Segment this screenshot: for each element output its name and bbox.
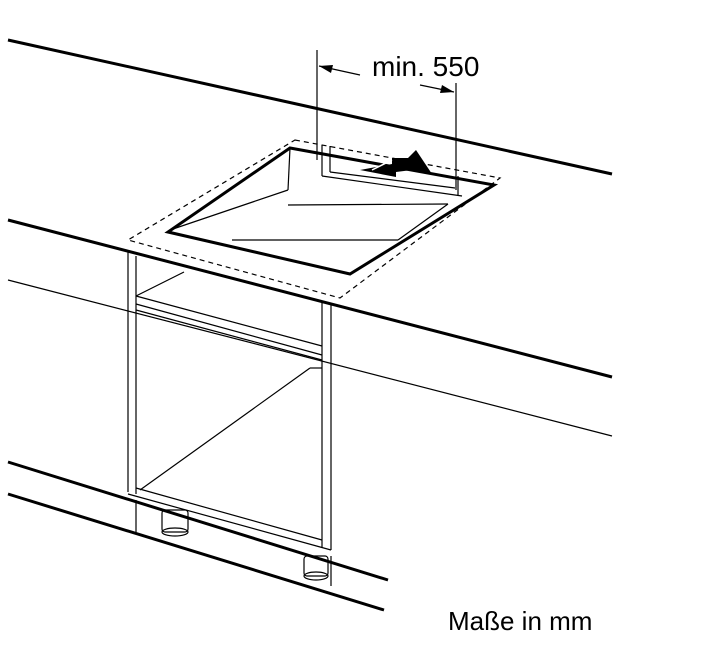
cutout-inner-floor-right	[397, 203, 449, 241]
foot-right-base	[303, 571, 329, 581]
cabinet	[127, 252, 332, 551]
countertop-back-edge	[7, 38, 613, 176]
cabinet-rail-top-lower	[135, 303, 323, 356]
cabinet-rail-top	[135, 295, 323, 347]
airflow-arrow-icon	[360, 150, 432, 177]
plinth	[7, 460, 389, 612]
cabinet-feet	[135, 500, 332, 586]
cutout-edge	[164, 146, 499, 276]
hob-outline-dashed	[126, 139, 502, 299]
dimension-arrow-right-icon	[440, 85, 454, 93]
plinth-bottom-edge	[7, 492, 385, 612]
cabinet-bottom-inner	[135, 487, 323, 541]
countertop-front-top-edge	[7, 218, 613, 379]
foot-left-base	[161, 527, 189, 537]
cutout	[126, 139, 502, 299]
cutout-left-back-corner	[287, 147, 291, 191]
dimension-arrow-left-icon	[319, 65, 333, 73]
cabinet-bottom-outer	[127, 493, 332, 551]
countertop-front-bottom-edge	[7, 279, 613, 437]
cutout-inner-floor-back	[287, 203, 449, 206]
dimension-label: min. 550	[372, 51, 479, 82]
countertop	[7, 38, 613, 437]
cutout-back-wall-bottom	[321, 175, 463, 197]
foot-left	[161, 509, 189, 533]
units-label: Maße in mm	[448, 606, 592, 636]
cabinet-rail-back-left	[135, 271, 185, 297]
plinth-top-edge	[7, 460, 389, 582]
cabinet-back-diagonal	[139, 367, 311, 491]
dimension-min-550: min. 550	[316, 50, 479, 190]
cutout-left-inner-wall	[169, 189, 289, 231]
cabinet-rail-front	[135, 309, 323, 361]
cutout-back-wall-ledge	[329, 171, 456, 189]
foot-right	[303, 555, 329, 577]
